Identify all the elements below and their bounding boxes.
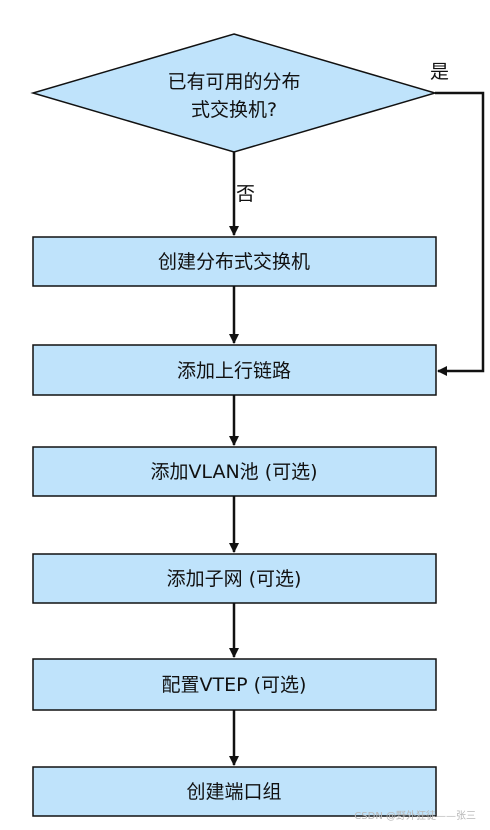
node-add-vlan-pool-label: 添加VLAN池 (可选)	[150, 461, 317, 483]
node-config-vtep-label: 配置VTEP (可选)	[162, 674, 307, 696]
decision-diamond	[30, 33, 438, 153]
node-create-switch-label: 创建分布式交换机	[158, 251, 310, 273]
node-add-subnet-label: 添加子网 (可选)	[167, 568, 302, 590]
decision-label-line1: 已有可用的分布	[167, 71, 300, 93]
edge-yes	[435, 91, 485, 376]
node-config-vtep	[32, 658, 437, 711]
node-add-uplink	[32, 344, 437, 396]
decision-label-line2: 式交换机?	[191, 99, 277, 121]
edge-no-label: 否	[236, 183, 255, 205]
node-add-vlan-pool	[32, 446, 437, 497]
node-add-subnet	[32, 553, 437, 604]
node-add-uplink-label: 添加上行链路	[177, 360, 291, 382]
edge-yes-label: 是	[430, 61, 449, 83]
node-create-portgroup-label: 创建端口组	[186, 781, 281, 803]
node-create-portgroup	[32, 766, 437, 817]
watermark: CSDN @野外狂徒——张三	[354, 811, 476, 822]
